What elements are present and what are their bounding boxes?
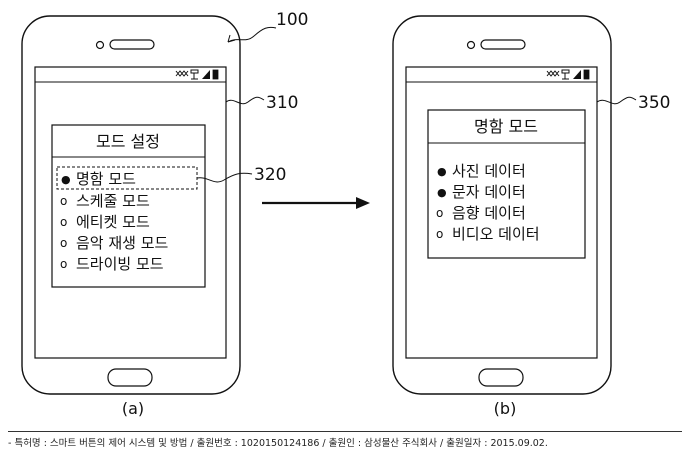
data-item-bullet: ● [437, 186, 447, 199]
caption-a: (a) [122, 399, 144, 418]
phone-b-speaker-icon [480, 39, 526, 50]
bluetooth-icon [546, 70, 560, 77]
phone-a-status-icons [175, 69, 219, 80]
figure-drawing: 모드 설정 ● 명함 모드 o 스케줄 모드 o 에티켓 모드 o 음악 재생 … [21, 10, 670, 418]
bluetooth-icon [175, 70, 189, 77]
ref-label-350: 350 [638, 93, 670, 113]
transition-arrow [262, 197, 370, 209]
mode-item-bullet: o [60, 194, 67, 208]
ref-100-leader [227, 26, 277, 43]
mode-item-bullet: ● [61, 173, 71, 186]
mode-item-etiquette[interactable]: 에티켓 모드 [76, 213, 150, 231]
phone-b-status-icons [546, 69, 590, 80]
data-item-text[interactable]: 문자 데이터 [452, 183, 526, 201]
panel-a-title: 모드 설정 [96, 132, 160, 151]
vibrate-icon [190, 69, 199, 80]
phone-a-home-button[interactable] [107, 368, 153, 387]
mode-item-music-play[interactable]: 음악 재생 모드 [76, 234, 169, 252]
ref-label-310: 310 [266, 93, 298, 113]
battery-icon [583, 69, 590, 80]
ref-350-leader [596, 96, 637, 105]
phone-b-home-button[interactable] [478, 368, 524, 387]
business-card-mode-panel [427, 109, 586, 259]
data-item-bullet: ● [437, 165, 447, 178]
signal-icon [202, 70, 210, 79]
ref-100-arrow-icon [227, 34, 236, 43]
patent-footer: - 특허명 : 스마트 버튼의 제어 시스템 및 방법 / 출원번호 : 102… [8, 438, 548, 449]
data-item-bullet: o [436, 227, 443, 241]
phone-a-reference-leaders: 100 310 320 [196, 10, 308, 185]
mode-item-driving[interactable]: 드라이빙 모드 [76, 255, 164, 273]
phone-a-speaker-icon [109, 39, 155, 50]
battery-icon [212, 69, 219, 80]
arrow-right-icon [356, 197, 370, 209]
caption-b: (b) [494, 399, 517, 418]
mode-item-business-card[interactable]: 명함 모드 [76, 170, 136, 188]
data-item-sound[interactable]: 음향 데이터 [452, 204, 526, 222]
phone-b-camera-icon [466, 40, 476, 50]
mode-settings-panel [51, 124, 206, 288]
data-item-bullet: o [436, 206, 443, 220]
ref-label-320: 320 [254, 165, 286, 185]
phone-b-reference-leaders: 350 [596, 93, 670, 113]
panel-b-title: 명함 모드 [474, 117, 538, 136]
mode-item-bullet: o [60, 215, 67, 229]
mode-item-bullet: o [60, 236, 67, 250]
signal-icon [573, 70, 581, 79]
data-item-video[interactable]: 비디오 데이터 [452, 225, 540, 243]
ref-310-leader [225, 96, 265, 105]
mode-item-schedule[interactable]: 스케줄 모드 [76, 192, 150, 210]
phone-a-camera-icon [95, 40, 105, 50]
footer-divider [8, 431, 682, 432]
ref-label-100: 100 [276, 10, 308, 30]
vibrate-icon [561, 69, 570, 80]
mode-item-bullet: o [60, 257, 67, 271]
ref-320-leader [196, 172, 253, 183]
data-item-photo[interactable]: 사진 데이터 [452, 162, 526, 180]
phone-a: 모드 설정 ● 명함 모드 o 스케줄 모드 o 에티켓 모드 o 음악 재생 … [21, 15, 241, 395]
phone-b: 명함 모드 ● 사진 데이터 ● 문자 데이터 o 음향 데이터 o 비디오 데… [392, 15, 612, 395]
